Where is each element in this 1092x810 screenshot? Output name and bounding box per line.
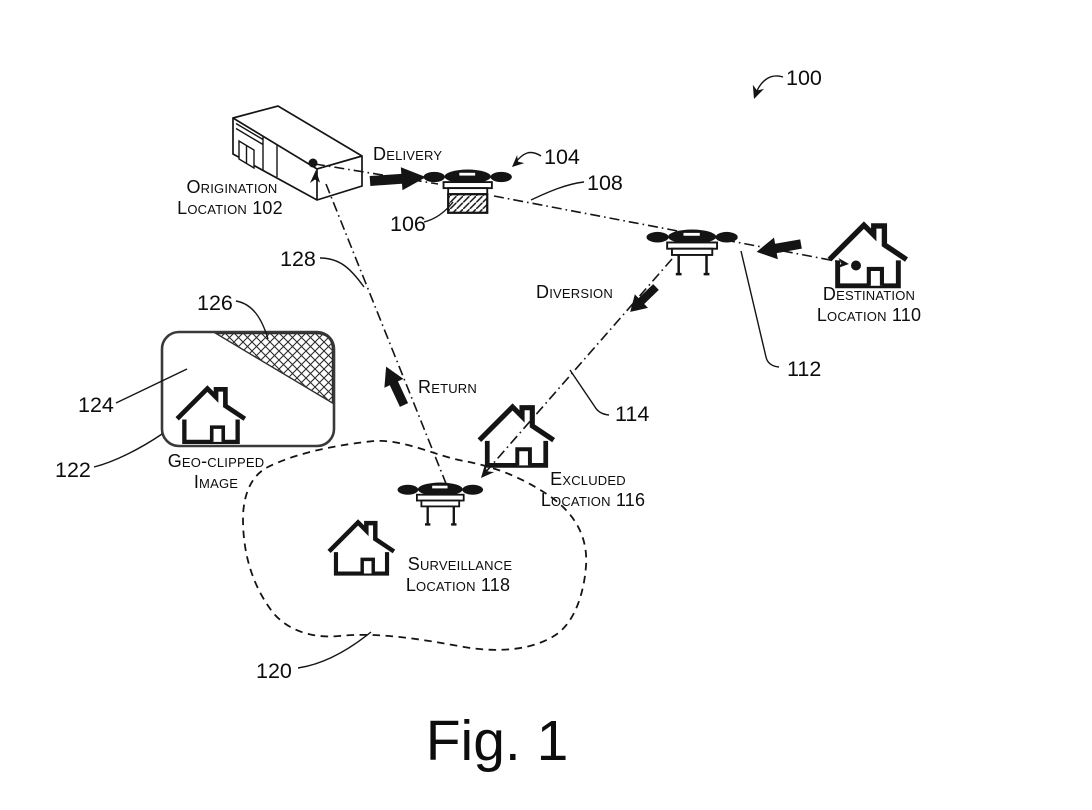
origin-point-dot — [308, 158, 318, 168]
leader-126 — [235, 300, 269, 340]
surveillance-label-line1: Surveillance — [408, 554, 513, 574]
leader-100 — [755, 75, 784, 94]
diversion-label: Diversion — [536, 282, 613, 302]
reference-leader-lines — [93, 75, 784, 669]
rounded-image-frame — [160, 330, 336, 448]
geo-clipped-label-line1: Geo-clipped — [168, 451, 265, 471]
ref-108: 108 — [587, 171, 623, 195]
leader-100-arrowhead — [748, 84, 765, 102]
delivery-uav-icon-104 — [424, 170, 512, 213]
ref-122: 122 — [55, 458, 91, 482]
ref-120: 120 — [256, 659, 292, 683]
ref-124: 124 — [78, 393, 114, 417]
ref-106: 106 — [390, 212, 426, 236]
ref-104: 104 — [544, 145, 580, 169]
delivery-label: Delivery — [373, 144, 442, 164]
delivery-arrow — [369, 165, 427, 193]
leader-114 — [569, 369, 610, 416]
leader-120 — [297, 631, 372, 669]
leader-106 — [423, 201, 454, 223]
uav-icon-112 — [647, 230, 738, 275]
surveillance-label-line2: Location 118 — [406, 575, 510, 595]
excluded-label-line2: Location 116 — [541, 490, 645, 510]
figure-caption: Fig. 1 — [426, 709, 569, 773]
geo-clipped-label-line2: Image — [194, 472, 238, 492]
crosshatch-clipped-region — [213, 332, 334, 405]
destination-label-line2: Location 110 — [817, 305, 921, 325]
ref-100: 100 — [786, 66, 822, 90]
surveillance-house-icon — [329, 522, 394, 573]
warehouse-window-band — [235, 122, 278, 177]
destination-point-dot — [851, 260, 861, 271]
excluded-label-line1: Excluded — [550, 469, 626, 489]
origination-label-line1: Origination — [186, 177, 277, 197]
leader-124 — [115, 368, 188, 404]
return-label: Return — [418, 377, 477, 397]
surveillance-uav-icon — [398, 483, 484, 525]
leader-128 — [319, 257, 365, 288]
diversion-path-line-114 — [483, 258, 673, 475]
leader-122 — [93, 433, 163, 468]
leader-104-arrowhead — [508, 155, 525, 172]
ref-128: 128 — [280, 247, 316, 271]
ref-126: 126 — [197, 291, 233, 315]
leader-112 — [740, 250, 780, 368]
warehouse-garage-door — [238, 139, 255, 170]
ref-112: 112 — [787, 357, 821, 381]
destination-label-line1: Destination — [823, 284, 915, 304]
return-arrow — [376, 362, 414, 410]
warehouse-building-icon — [232, 105, 363, 201]
origin-cursor-icon — [310, 170, 320, 183]
inbound-arrow — [754, 233, 803, 263]
leader-104 — [514, 151, 542, 164]
ref-114: 114 — [615, 402, 649, 426]
leader-108 — [530, 181, 585, 201]
dashed-cloud-boundary — [242, 440, 588, 651]
destination-house-icon — [829, 225, 906, 286]
warehouse-outline — [232, 105, 363, 201]
origination-label-line2: Location 102 — [177, 198, 283, 218]
return-path-line-128 — [325, 183, 448, 487]
diversion-arrow — [623, 280, 663, 319]
delivery-path-line-108 — [493, 195, 847, 264]
